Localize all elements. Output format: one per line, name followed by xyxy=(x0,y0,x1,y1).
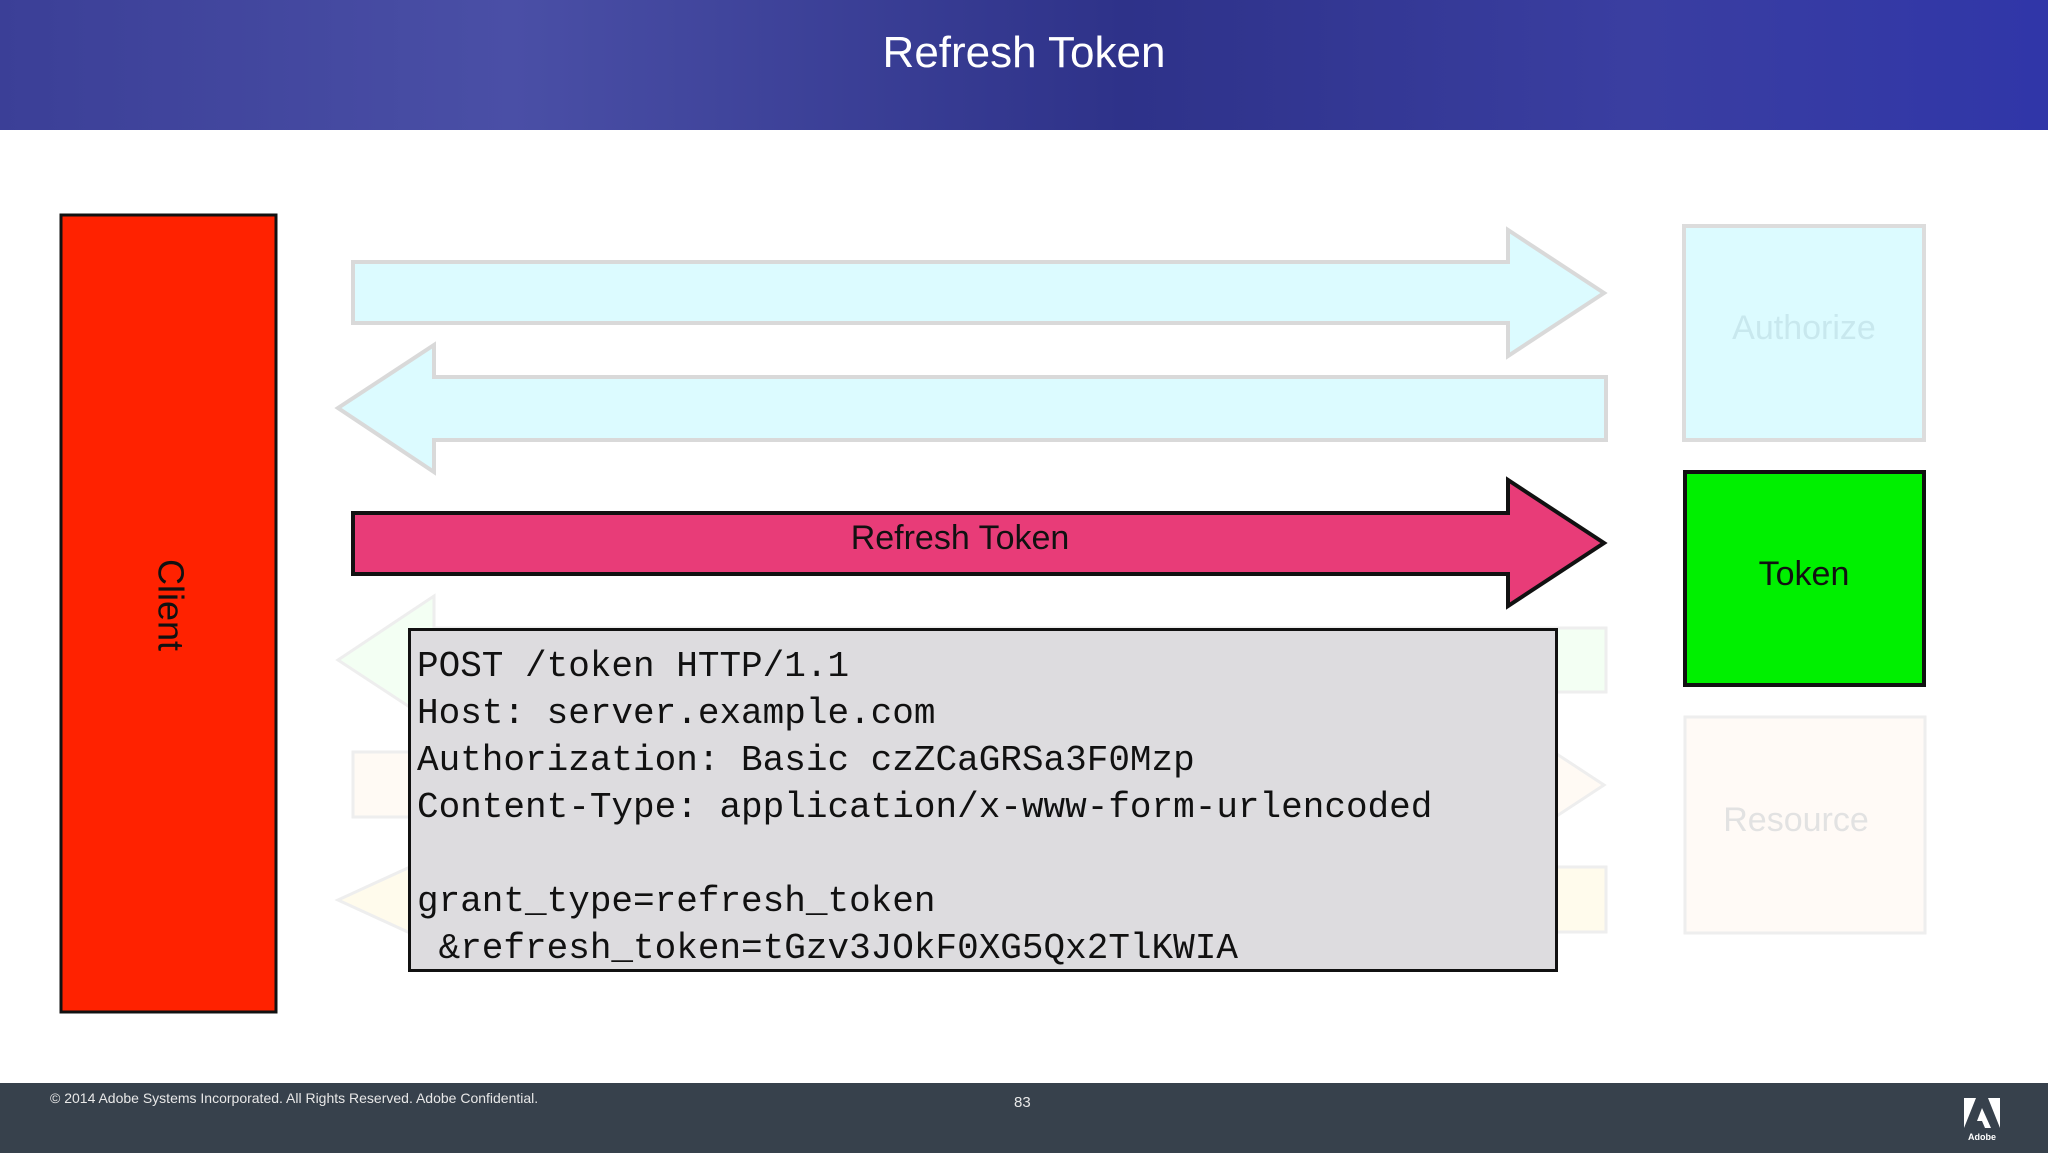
token-label: Token xyxy=(1759,555,1850,593)
refresh-token-arrow-label: Refresh Token xyxy=(851,519,1070,557)
request-line: grant_type=refresh_token xyxy=(417,881,936,922)
authorize-response-arrow xyxy=(334,341,1608,476)
title-bar xyxy=(0,0,2048,130)
request-line xyxy=(417,831,1555,878)
page-number: 83 xyxy=(1014,1094,1031,1111)
adobe-logo-text: Adobe xyxy=(1968,1132,1996,1142)
slide-title: Refresh Token xyxy=(882,28,1166,77)
footer-bar xyxy=(0,1083,2048,1153)
refresh-token-arrow xyxy=(351,476,1608,610)
request-line: Authorization: Basic czZCaGRSa3F0Mzp xyxy=(417,740,1195,781)
authorize-request-arrow xyxy=(351,226,1608,360)
adobe-logo-icon: Adobe xyxy=(1964,1098,2000,1142)
request-line: &refresh_token=tGzv3JOkF0XG5Qx2TlKWIA xyxy=(417,928,1238,969)
client-label: Client xyxy=(150,559,191,651)
resource-label: Resource xyxy=(1723,801,1869,839)
http-request-box: POST /token HTTP/1.1 Host: server.exampl… xyxy=(408,628,1558,972)
authorize-box xyxy=(1682,224,1926,442)
request-line: POST /token HTTP/1.1 xyxy=(417,646,850,687)
footer-copyright: © 2014 Adobe Systems Incorporated. All R… xyxy=(50,1090,539,1106)
request-line: Content-Type: application/x-www-form-url… xyxy=(417,787,1433,828)
token-box xyxy=(1683,470,1926,687)
client-box xyxy=(59,213,278,1014)
resource-box xyxy=(1683,715,1927,935)
authorize-label: Authorize xyxy=(1732,309,1876,347)
request-line: Host: server.example.com xyxy=(417,693,936,734)
